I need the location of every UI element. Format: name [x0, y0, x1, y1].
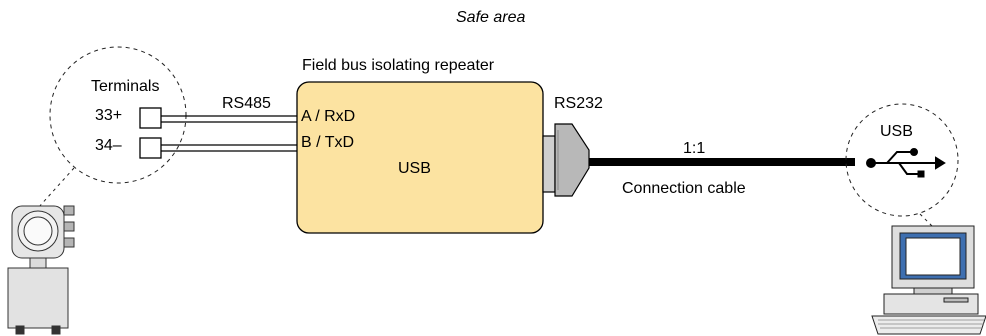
safe-area-label: Safe area [456, 9, 526, 26]
connector-plug-icon [542, 123, 590, 197]
repeater-box [296, 81, 544, 234]
rs485-wires [161, 115, 297, 152]
terminals-leader-line [37, 167, 75, 209]
desktop-computer-icon [871, 225, 986, 335]
transmitter-device-icon [7, 205, 75, 335]
terminals-heading: Terminals [91, 78, 160, 95]
rs232-label: RS232 [554, 95, 603, 112]
cable-ratio-label: 1:1 [683, 140, 706, 157]
usb-zoom-circle [845, 103, 959, 217]
repeater-title: Field bus isolating repeater [302, 57, 495, 74]
repeater-usb-label: USB [398, 160, 431, 177]
terminal-33-box [139, 107, 162, 129]
terminals-zoom-circle [49, 46, 187, 184]
usb-symbol-icon [866, 148, 946, 178]
terminal-34-box [139, 137, 162, 159]
rs485-label: RS485 [222, 95, 271, 112]
port-a-label: A / RxD [301, 108, 356, 125]
connection-cable-label: Connection cable [622, 180, 746, 197]
pc-usb-label: USB [880, 123, 913, 140]
terminal-33-label: 33+ [95, 107, 123, 124]
port-b-label: B / TxD [301, 134, 355, 151]
terminal-34-label: 34– [95, 137, 122, 154]
